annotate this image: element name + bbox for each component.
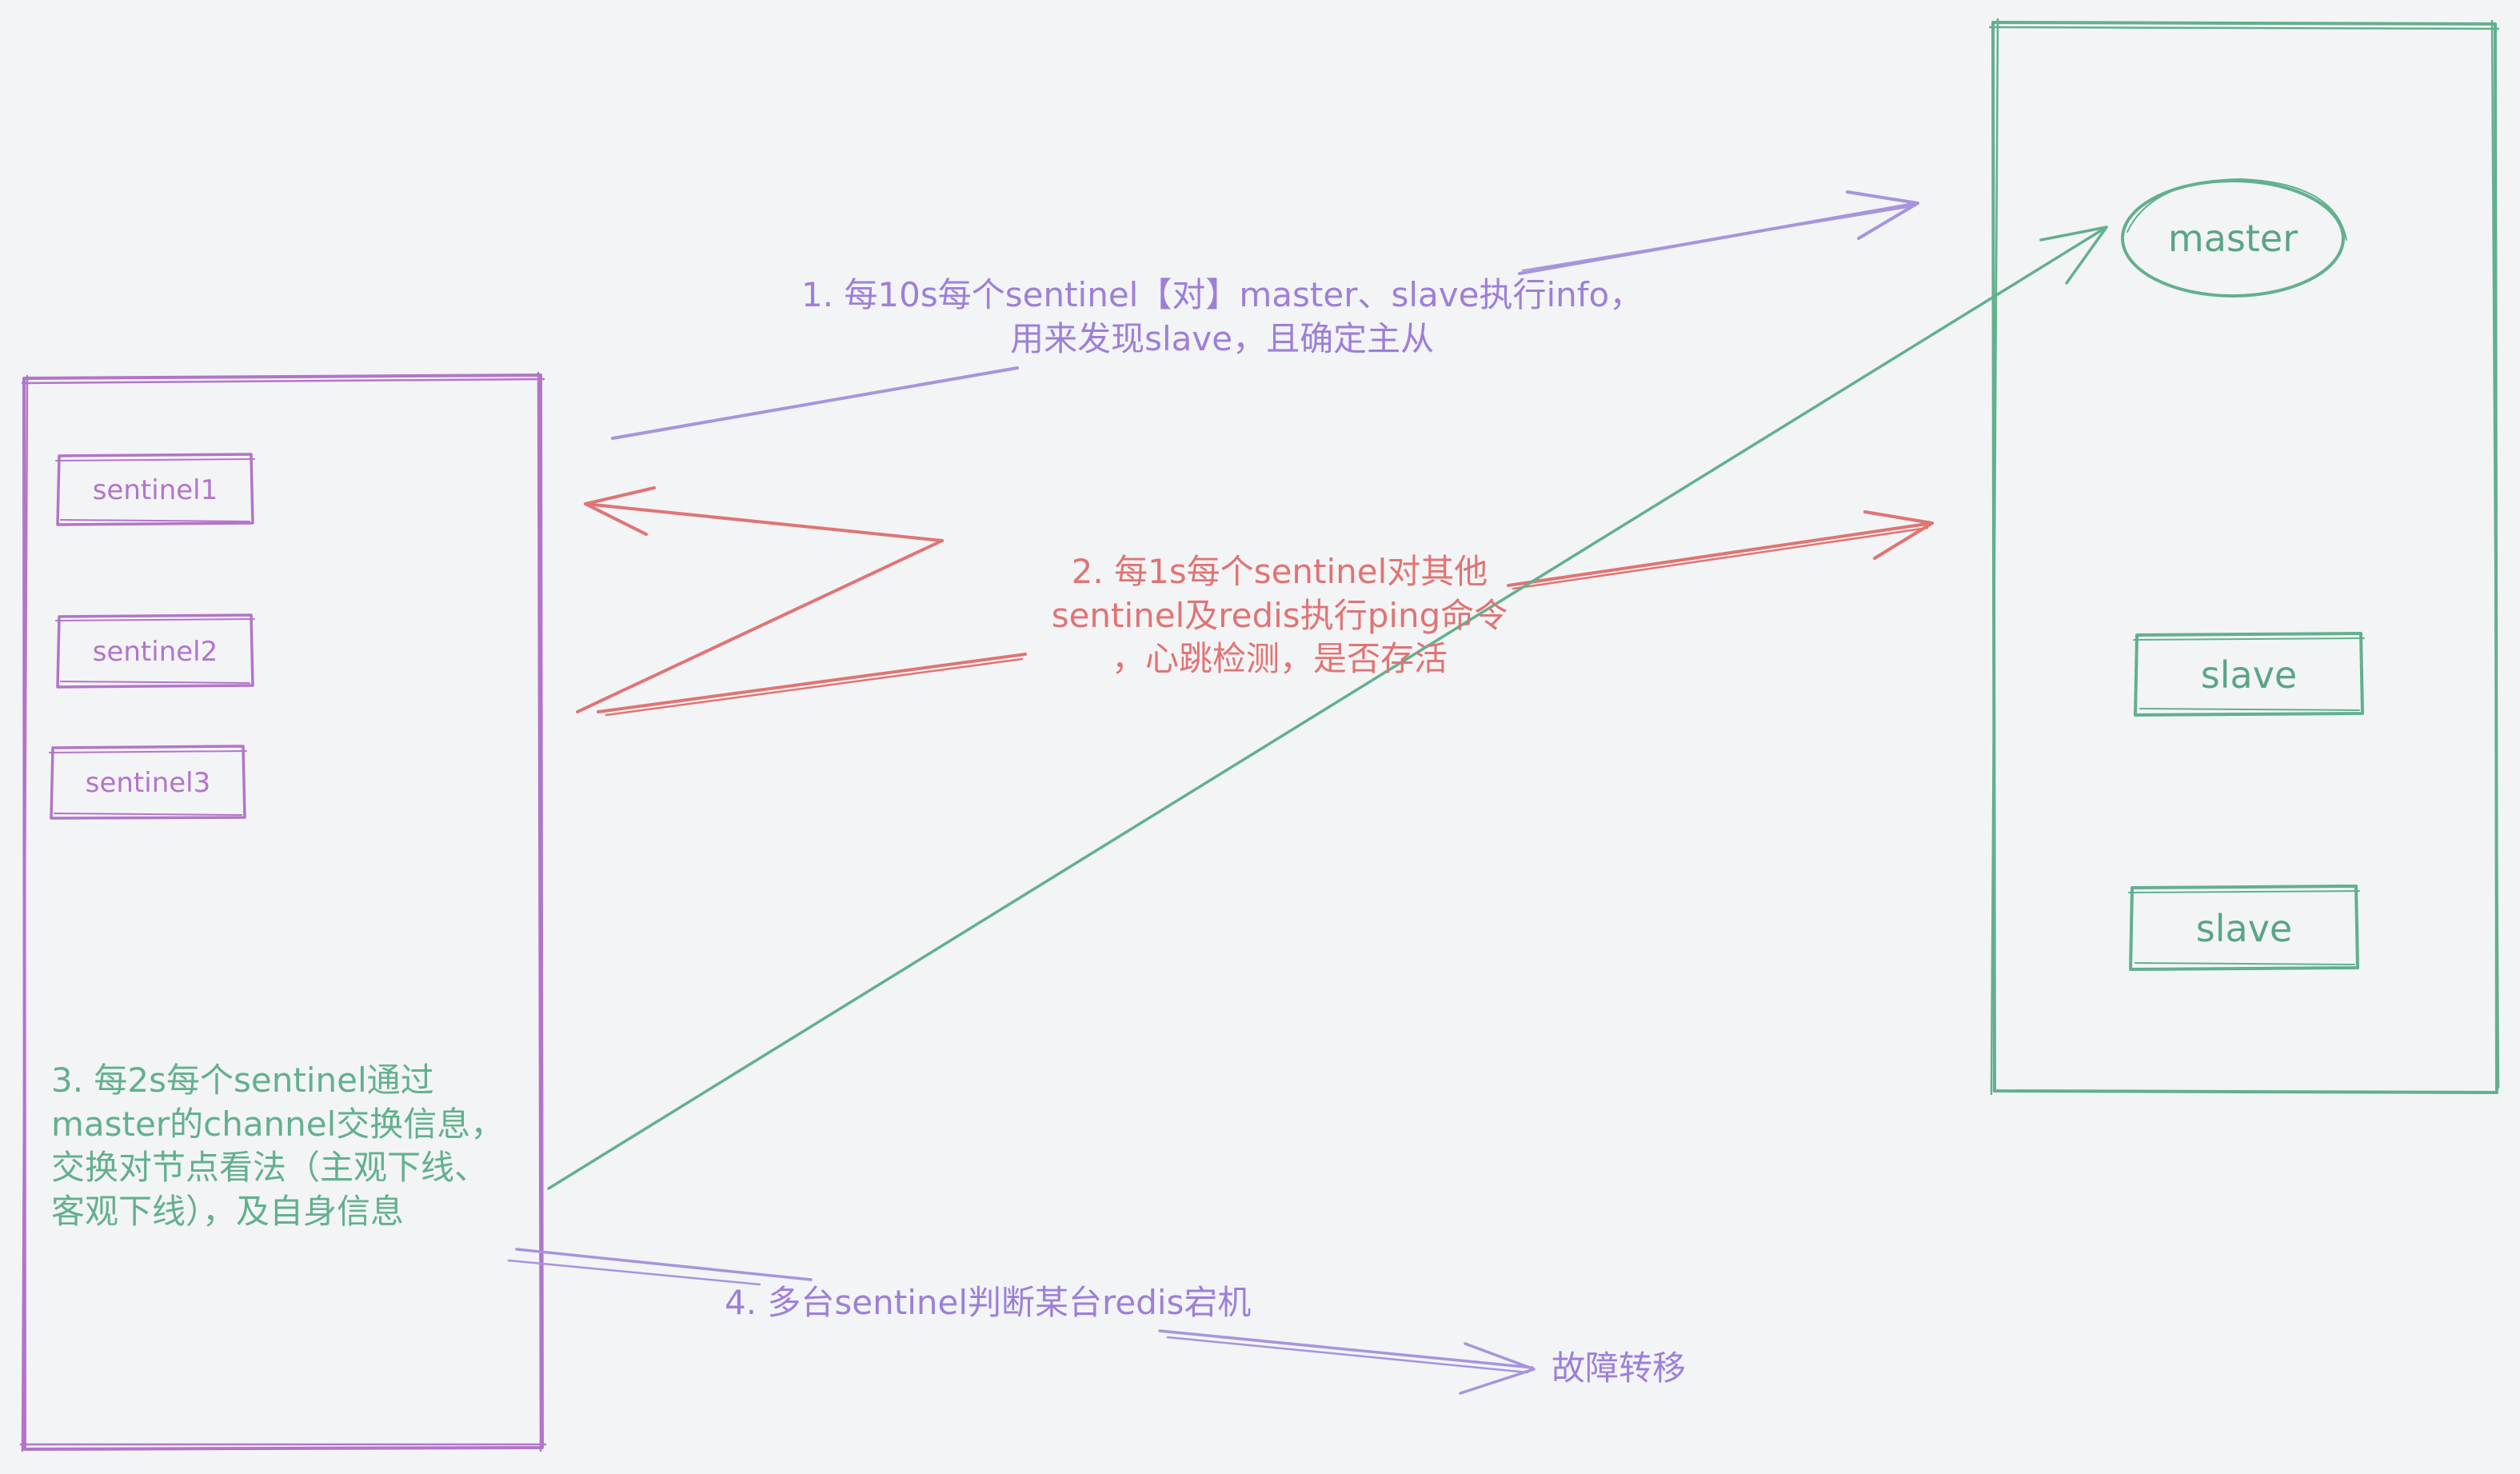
master-label: master [2167, 217, 2298, 260]
sentinel3-box[interactable] [49, 745, 247, 820]
arrow-failover [507, 1248, 1536, 1395]
redis-container[interactable] [1988, 18, 2500, 1096]
step3-line-2: master的channel交换信息， [51, 1104, 505, 1144]
step2-annotation: 2. 每1s每个sentinel对其他 sentinel及redis执行ping… [1024, 550, 1536, 681]
arrow-channel [547, 226, 2108, 1190]
sentinel1-box[interactable] [55, 453, 255, 526]
step2-line-1: 2. 每1s每个sentinel对其他 [1071, 552, 1488, 591]
step2-line-3: ，心跳检测，是否存活 [1111, 639, 1448, 679]
slave2-box[interactable] [2128, 885, 2360, 971]
sentinel-container[interactable] [19, 371, 547, 1452]
master-node-shape[interactable] [2121, 178, 2347, 298]
slave1-label: slave [2200, 653, 2298, 697]
failover-label: 故障转移 [1552, 1348, 1687, 1388]
sentinel3-label: sentinel3 [85, 767, 211, 799]
step3-line-4: 客观下线），及自身信息 [51, 1191, 405, 1231]
step1-line-2: 用来发现slave，且确定主从 [1010, 318, 1435, 358]
step4-annotation: 4. 多台sentinel判断某台redis宕机 [725, 1283, 1252, 1322]
step3-annotation: 3. 每2s每个sentinel通过 master的channel交换信息， 交… [51, 1059, 504, 1233]
arrow-ping [576, 486, 1934, 717]
sentinel2-box[interactable] [55, 613, 255, 689]
step3-line-1: 3. 每2s每个sentinel通过 [51, 1061, 434, 1100]
sentinel2-label: sentinel2 [92, 636, 218, 668]
step2-line-2: sentinel及redis执行ping命令 [1051, 595, 1508, 635]
step1-line-1: 1. 每10s每个sentinel【对】master、slave执行info， [801, 275, 1643, 314]
step1-annotation: 1. 每10s每个sentinel【对】master、slave执行info， … [801, 274, 1643, 361]
sentinel1-label: sentinel1 [92, 474, 218, 506]
step3-line-3: 交换对节点看法（主观下线、 [51, 1148, 489, 1188]
arrow-info [611, 190, 1919, 440]
slave2-label: slave [2195, 907, 2293, 950]
slave1-box[interactable] [2133, 632, 2365, 717]
